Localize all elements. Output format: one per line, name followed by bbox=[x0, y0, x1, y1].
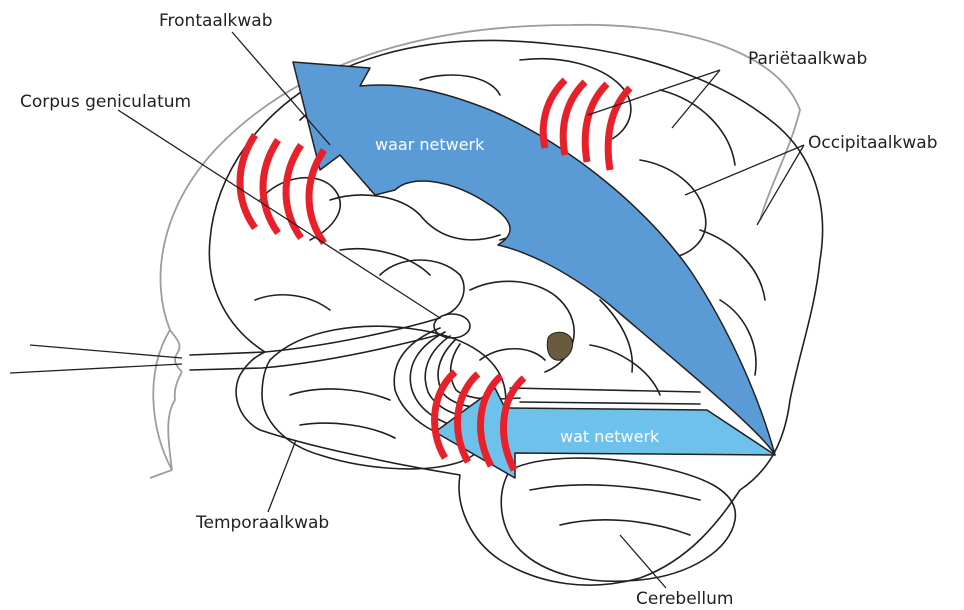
label-temporal-lobe: Temporaalkwab bbox=[195, 513, 329, 533]
where-network-label: waar netwerk bbox=[375, 135, 485, 154]
label-occipital-lobe: Occipitaalkwab bbox=[808, 133, 938, 153]
activity-waves-frontal bbox=[240, 135, 324, 243]
label-cerebellum: Cerebellum bbox=[636, 589, 733, 609]
optic-nerve bbox=[190, 318, 440, 355]
where-network-arrow bbox=[293, 62, 775, 455]
what-network-label: wat netwerk bbox=[560, 427, 660, 446]
nucleus-spot bbox=[547, 332, 572, 360]
label-parietal-lobe: Pariëtaalkwab bbox=[748, 49, 867, 69]
label-frontal-lobe: Frontaalkwab bbox=[159, 11, 273, 31]
label-corpus-geniculatum: Corpus geniculatum bbox=[20, 92, 191, 112]
occipital-cortex bbox=[510, 388, 700, 404]
